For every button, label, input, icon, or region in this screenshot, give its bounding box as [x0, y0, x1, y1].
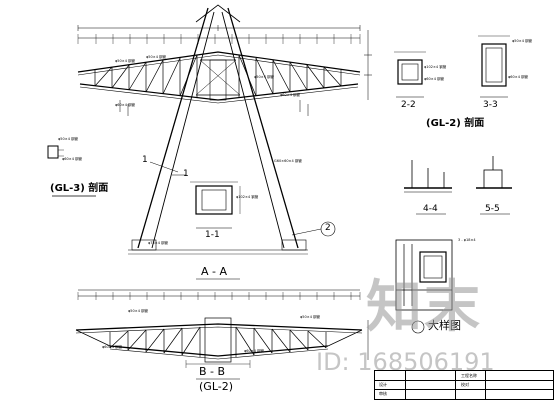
svg-text:φ60×4 钢管: φ60×4 钢管 [244, 348, 265, 353]
svg-text:φ102×4 钢管: φ102×4 钢管 [424, 64, 447, 69]
svg-text:φ60×4 钢管: φ60×4 钢管 [280, 92, 301, 97]
section-4-4 [404, 160, 452, 215]
title-block-project: 工程名称 [461, 373, 477, 378]
section-3-3 [478, 35, 510, 98]
svg-text:φ60×4 钢管: φ60×4 钢管 [115, 102, 136, 107]
svg-text:φ50×4 钢管: φ50×4 钢管 [300, 314, 321, 319]
watermark-logo: 知末 [366, 275, 482, 340]
svg-text:φ60×4 钢管: φ60×4 钢管 [62, 156, 83, 161]
a-frame [128, 4, 336, 255]
svg-text:φ50×4 钢管: φ50×4 钢管 [146, 54, 167, 59]
label-section-4-4: 4-4 [423, 204, 438, 214]
section-1-1 [190, 181, 241, 229]
label-gl3-section: (GL-3) 剖面 [50, 183, 109, 194]
label-section-1-1: 1-1 [205, 230, 220, 240]
label-section-b-b: B - B [199, 365, 226, 378]
marker-1b: 1 [183, 169, 189, 179]
label-section-5-5: 5-5 [485, 204, 500, 214]
top-truss [77, 25, 372, 116]
svg-text:φ50×4 钢管: φ50×4 钢管 [512, 38, 533, 43]
label-gl2-section: (GL-2) 剖面 [426, 118, 485, 129]
svg-text:φ50×4 钢管: φ50×4 钢管 [115, 58, 136, 63]
bottom-truss [75, 289, 369, 380]
annotation-text: φ50×4 钢管 φ50×4 钢管 φ60×4 钢管 φ50×4 钢管 φ60×… [58, 38, 533, 353]
title-block: 工程名称 设计 审核 校对 [374, 370, 554, 400]
label-section-2-2: 2-2 [401, 100, 416, 110]
svg-text:φ50×4 钢管: φ50×4 钢管 [254, 74, 275, 79]
marker-2: 2 [325, 223, 331, 233]
svg-text:G60×60×4 钢管: G60×60×4 钢管 [274, 158, 302, 163]
section-2-2 [394, 51, 426, 98]
svg-text:φ50×4 钢管: φ50×4 钢管 [128, 308, 149, 313]
marker-1a: 1 [142, 155, 148, 165]
title-block-check: 校对 [461, 382, 469, 387]
section-gl3 [47, 145, 96, 197]
label-section-3-3: 3-3 [483, 100, 498, 110]
svg-text:φ102×4 钢管: φ102×4 钢管 [236, 194, 259, 199]
label-gl2-bottom: (GL-2) [199, 380, 234, 393]
svg-text:3 - φ18×4: 3 - φ18×4 [458, 238, 476, 242]
svg-text:φ50×4 钢管: φ50×4 钢管 [58, 136, 79, 141]
label-section-a-a: A - A [201, 265, 228, 278]
svg-text:φ75×4 钢管: φ75×4 钢管 [148, 240, 169, 245]
section-5-5 [476, 156, 512, 215]
label-detail: 大样图 [428, 319, 461, 332]
title-block-design: 设计 [379, 382, 387, 387]
svg-text:φ60×4 钢管: φ60×4 钢管 [508, 74, 529, 79]
title-block-review: 审核 [379, 391, 387, 396]
svg-text:φ60×4 钢管: φ60×4 钢管 [102, 344, 123, 349]
detail-drawing [395, 239, 453, 334]
svg-text:φ60×4 钢管: φ60×4 钢管 [424, 76, 445, 81]
